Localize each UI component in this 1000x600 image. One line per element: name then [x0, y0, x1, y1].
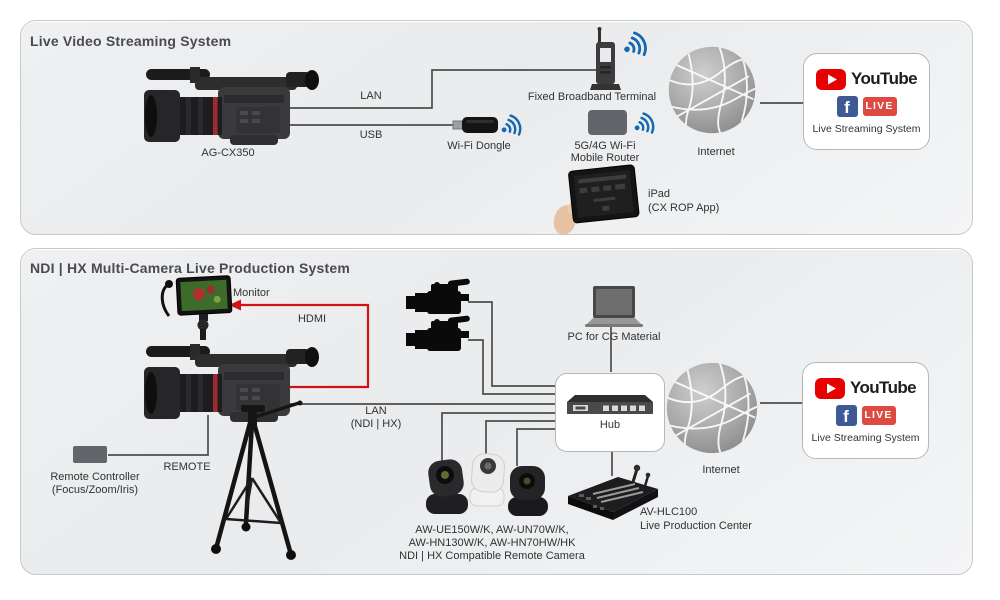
youtube-logo: YouTube: [815, 377, 917, 399]
ipad-label-1: iPad: [648, 188, 671, 200]
hdmi-cable-line: [229, 299, 370, 389]
facebook-live-logo: f LIVE: [836, 95, 897, 117]
mobile-router-icon: [588, 110, 627, 135]
ipad-label-2: (CX ROP App): [648, 202, 720, 214]
facebook-icon: f: [836, 95, 858, 117]
youtube-wordmark: YouTube: [851, 69, 918, 88]
internet-label: Internet: [697, 146, 735, 158]
streaming-caption: Live Streaming System: [811, 431, 920, 444]
camcorder-ag-cx350-icon: [144, 67, 319, 145]
camcorder-silhouette-icon: [406, 278, 470, 314]
wifi-signal-icon: [624, 31, 647, 57]
panel2-title: NDI | HX Multi-Camera Live Production Sy…: [30, 260, 350, 276]
wifi-signal-icon: [634, 112, 655, 134]
lan-ndi-hx-label-1: LAN: [365, 405, 387, 417]
broadband-terminal-label: Fixed Broadband Terminal: [527, 91, 657, 103]
tripod-icon: [211, 400, 303, 560]
hub-box: Hub: [555, 373, 665, 452]
lan-label: LAN: [360, 90, 382, 102]
remote-label: REMOTE: [163, 461, 211, 473]
internet-label: Internet: [702, 464, 740, 476]
switcher-model-label: AV-HLC100: [640, 506, 698, 518]
streaming-caption: Live Streaming System: [812, 122, 921, 135]
wifi-dongle-label: Wi-Fi Dongle: [447, 140, 511, 152]
pc-cg-label: PC for CG Material: [567, 331, 661, 343]
remote-controller-label-1: Remote Controller: [50, 471, 140, 483]
internet-globe-icon: [666, 362, 758, 454]
mobile-router-label-1: 5G/4G Wi-Fi: [574, 140, 636, 152]
ptz-models-label-2: AW-HN130W/K, AW-HN70HW/HK: [408, 537, 576, 549]
youtube-play-icon: [815, 377, 845, 399]
broadband-terminal-icon: [590, 27, 621, 90]
live-badge: LIVE: [862, 96, 897, 116]
monitor-label: Monitor: [233, 287, 270, 299]
youtube-wordmark: YouTube: [850, 378, 917, 397]
panel1-title: Live Video Streaming System: [30, 33, 232, 49]
facebook-live-logo: f LIVE: [835, 404, 896, 426]
laptop-icon: [585, 286, 643, 327]
camcorder-silhouette-icon: [406, 315, 470, 351]
internet-globe-icon: [668, 46, 756, 134]
usb-dongle-icon: [452, 117, 498, 133]
camcorder-ag-cx350-icon: [144, 344, 319, 422]
ptz-remote-cameras-icon: [426, 453, 548, 516]
live-badge: LIVE: [861, 405, 896, 425]
youtube-play-icon: [816, 68, 846, 90]
hdmi-arrow-head: [229, 299, 241, 311]
lan-ndi-hx-label-2: (NDI | HX): [350, 418, 402, 430]
remote-controller-icon: [73, 446, 107, 463]
streaming-box: YouTube f LIVE Live Streaming System: [803, 53, 930, 150]
hdmi-label: HDMI: [297, 313, 327, 325]
ptz-models-label-3: NDI | HX Compatible Remote Camera: [399, 550, 585, 562]
switcher-caption-label: Live Production Center: [640, 520, 752, 532]
network-switch-icon: [567, 395, 653, 414]
ipad-icon: [553, 164, 640, 235]
live-production-switcher-icon: [568, 464, 658, 520]
ptz-models-label-1: AW-UE150W/K, AW-UN70W/K,: [415, 524, 569, 536]
wifi-signal-icon: [501, 114, 522, 136]
field-monitor-icon: [160, 275, 233, 340]
usb-label: USB: [359, 129, 383, 141]
remote-controller-label-2: (Focus/Zoom/Iris): [51, 484, 139, 496]
youtube-logo: YouTube: [816, 68, 918, 90]
mobile-router-label-2: Mobile Router: [570, 152, 640, 164]
hub-label: Hub: [599, 419, 621, 431]
camera-model-label: AG-CX350: [201, 147, 255, 159]
facebook-icon: f: [835, 404, 857, 426]
streaming-box: YouTube f LIVE Live Streaming System: [802, 362, 929, 459]
